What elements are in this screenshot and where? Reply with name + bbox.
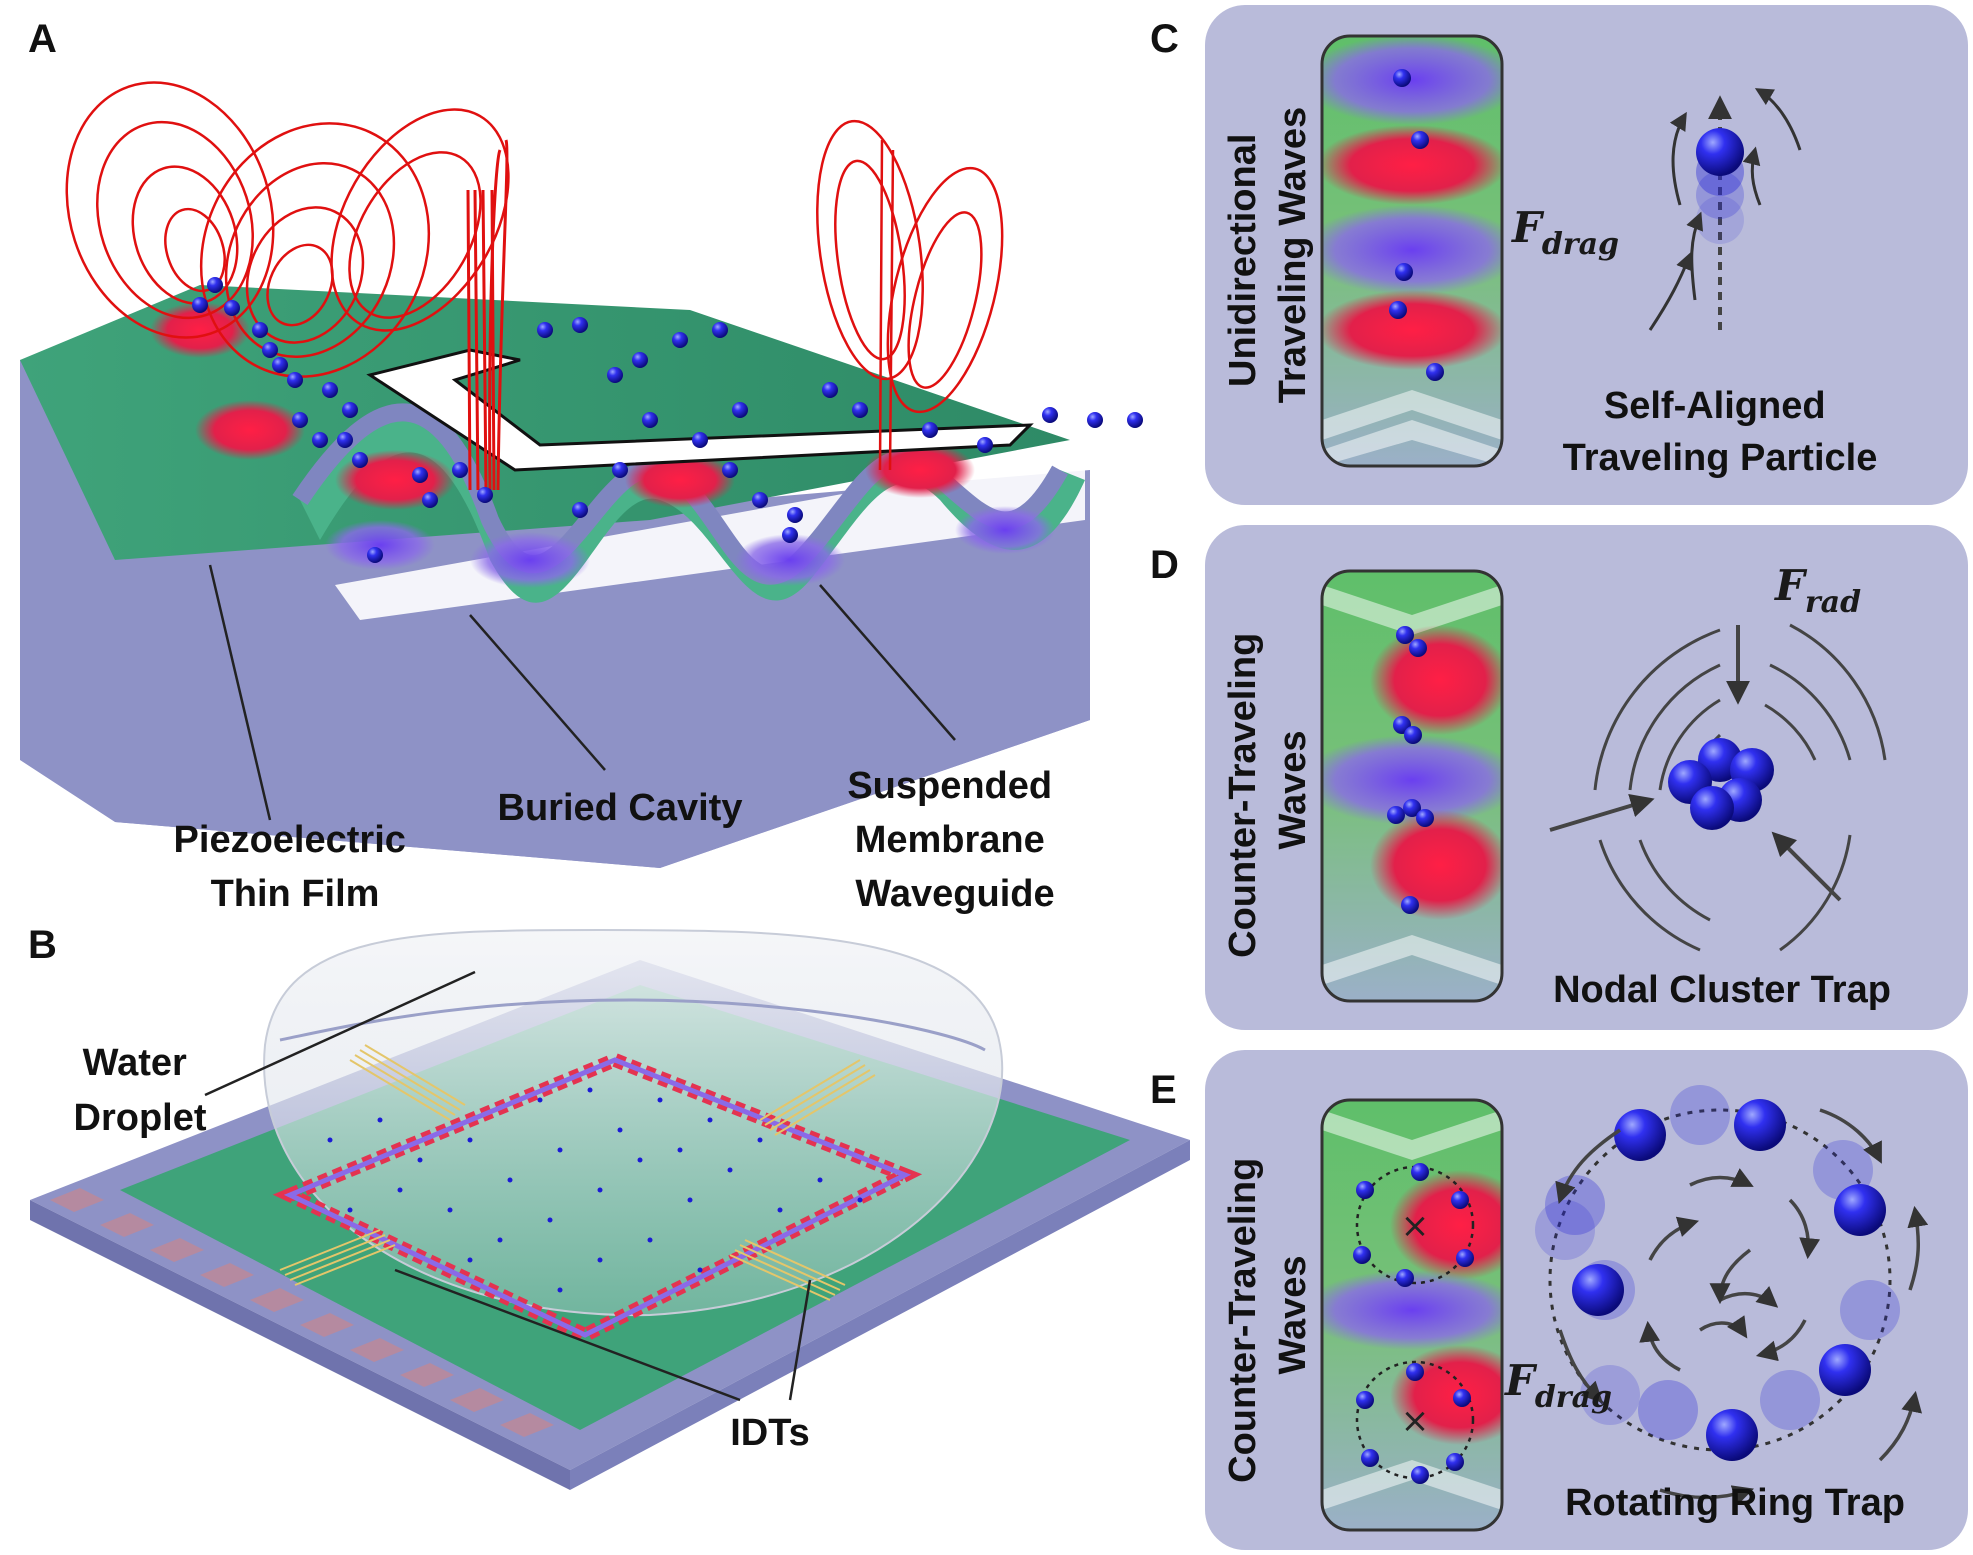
wave-strip-c	[1322, 36, 1502, 466]
svg-text:Fdrag: Fdrag	[1504, 1356, 1612, 1415]
antinode	[195, 400, 305, 460]
wave-strip-e	[1322, 1100, 1502, 1530]
particles-d	[1387, 626, 1434, 914]
annotation-membrane-line2: Membrane	[855, 819, 1045, 861]
flow-arrows-c	[1648, 88, 1802, 331]
force-e-sub: drag	[1535, 1380, 1612, 1415]
svg-text:IDTs: IDTs	[730, 1412, 810, 1454]
chip-substrate-side-right	[570, 1140, 1190, 1490]
panel-e: E Counter-Traveling Waves × ×	[1150, 1050, 1968, 1550]
svg-text:Frad: Frad	[1774, 561, 1861, 620]
particles-c	[1389, 69, 1444, 381]
annotation-idts: IDTs	[730, 1412, 810, 1454]
svg-text:Suspended Membrane: Suspended Membrane Waveguide	[847, 765, 1062, 915]
leader-idt-2	[788, 1279, 812, 1401]
vertical-title-e-line2: Waves	[1272, 1256, 1314, 1375]
svg-text:Unidirectional Traveling: Unidirectional Traveling Waves	[1222, 107, 1314, 403]
annotation-piezo-line2: Thin Film	[211, 873, 380, 915]
svg-text:Self-Aligned Traveling P: Self-Aligned Traveling Particle	[1563, 385, 1878, 479]
panel-label-b: B	[28, 923, 57, 967]
panel-a: A Piezoelectric Thin Film Buried Cavity …	[20, 17, 1143, 915]
caption-d: Nodal Cluster Trap	[1553, 969, 1891, 1011]
vertical-title-d-line1: Counter-Traveling	[1222, 633, 1264, 958]
panel-d: D Counter-Traveling Waves	[1150, 525, 1968, 1030]
svg-text:Counter-Traveling Waves: Counter-Traveling Waves	[1222, 1147, 1314, 1483]
annotation-cavity: Buried Cavity	[498, 787, 743, 829]
caption-c-line2: Traveling Particle	[1563, 437, 1878, 479]
force-d-sub: rad	[1805, 585, 1861, 620]
annotation-piezo-line1: Piezoelectric	[174, 819, 406, 861]
leader-idt-1	[394, 1268, 741, 1402]
svg-text:Piezoelectric Thin Film: Piezoelectric Thin Film	[174, 819, 417, 915]
svg-text:Fdrag: Fdrag	[1511, 203, 1619, 262]
wave-strip-d	[1322, 571, 1502, 1001]
panel-b: B Water Droplet IDTs	[28, 923, 1190, 1490]
particles-a	[192, 277, 1143, 563]
panel-label-a: A	[28, 17, 57, 61]
ring-center-mark-bottom: ×	[1401, 1401, 1430, 1441]
nodal-cluster	[1668, 738, 1774, 830]
contact-pads	[50, 1188, 554, 1437]
force-e-main: F	[1504, 1356, 1538, 1405]
panel-label-d: D	[1150, 543, 1179, 587]
annotation-membrane-line3: Waveguide	[855, 873, 1054, 915]
leader-cavity	[469, 614, 606, 771]
droplet-rim	[279, 998, 986, 1052]
force-d-main: F	[1774, 561, 1808, 610]
idt-electrodes	[279, 1044, 876, 1301]
svg-text:Buried Cavity: Buried Cavity	[498, 787, 743, 829]
field-lines-right	[816, 119, 1004, 471]
node	[470, 532, 590, 588]
substrate-front	[115, 470, 1090, 868]
svg-text:Water Droplet: Water Droplet	[74, 1042, 207, 1139]
panel-label-c: C	[1150, 17, 1179, 61]
flow-arrows-e	[1555, 1108, 1929, 1506]
wave-strip-c-frame	[1320, 34, 1504, 468]
leader-droplet	[204, 970, 476, 1097]
self-aligned-particle	[1696, 95, 1744, 330]
annotation-droplet-line2: Droplet	[74, 1097, 207, 1139]
node	[325, 520, 435, 570]
vertical-title-c-line1: Unidirectional	[1222, 134, 1264, 387]
waveguide-ring-inner	[283, 1057, 912, 1338]
panel-label-e: E	[1150, 1068, 1177, 1112]
panel-c: C Unidirectional Traveling Waves	[1150, 5, 1968, 505]
wave-strip-d-frame	[1320, 569, 1504, 1003]
leader-piezo	[208, 564, 272, 821]
field-lines-center	[466, 139, 509, 491]
caption-c-line1: Self-Aligned	[1604, 385, 1826, 427]
vertical-title-c-line2: Traveling Waves	[1272, 107, 1314, 403]
svg-text:Nodal Cluster Trap: Nodal Cluster Trap	[1553, 969, 1891, 1011]
mini-rings-e: × ×	[1353, 1163, 1475, 1484]
vertical-title-e-line1: Counter-Traveling	[1222, 1158, 1264, 1483]
leader-membrane	[819, 584, 956, 741]
svg-text:Counter-Traveling Waves: Counter-Traveling Waves	[1222, 622, 1314, 958]
cavity-outline	[366, 348, 1034, 472]
piezo-film	[20, 285, 1070, 560]
node	[955, 506, 1055, 554]
annotation-droplet-line1: Water	[83, 1042, 187, 1084]
rotating-ring	[1535, 1085, 1900, 1461]
field-lines-left	[65, 81, 510, 378]
antinode	[865, 442, 975, 498]
caption-e: Rotating Ring Trap	[1565, 1482, 1905, 1524]
annotation-membrane-line1: Suspended	[847, 765, 1052, 807]
svg-text:Rotating Ring Trap: Rotating Ring Trap	[1565, 1482, 1905, 1524]
vertical-title-d-line2: Waves	[1272, 731, 1314, 850]
wave-strip-e-frame	[1320, 1098, 1504, 1532]
force-c-main: F	[1511, 203, 1545, 252]
rad-force-arrows	[1549, 625, 1842, 902]
particles-b	[327, 1087, 863, 1293]
antinode	[625, 452, 735, 508]
force-c-sub: drag	[1542, 227, 1619, 262]
node	[735, 534, 845, 586]
ring-center-mark-top: ×	[1401, 1206, 1430, 1246]
chip-substrate-side	[30, 1200, 570, 1490]
